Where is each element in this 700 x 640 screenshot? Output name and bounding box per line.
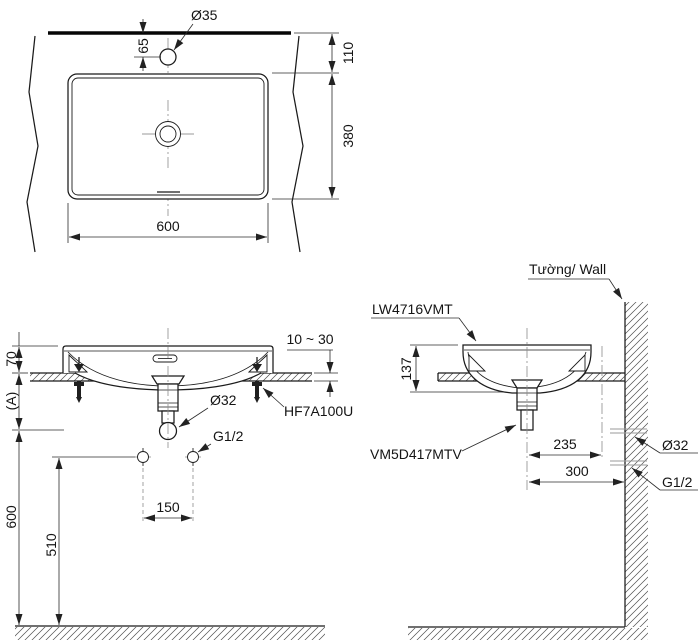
faucet-hole: [159, 48, 177, 66]
corner-web-side-right: [567, 353, 586, 372]
dim-600-front: 600: [3, 431, 23, 625]
wall-label: Tường/ Wall: [529, 261, 606, 277]
fixing-bolt-right: [252, 357, 262, 403]
side-view: 137 235 300 Tường/ Wall LW4716VMT: [370, 261, 698, 640]
dim-235: 235: [529, 436, 601, 459]
dim-300: 300: [529, 463, 624, 486]
dim-150: 150: [144, 499, 192, 522]
basin-rim-outline-front: [62, 345, 274, 373]
front-elevation: 70 (A) 600 510 10 ~ 30 HF7A100U: [3, 328, 353, 640]
label-fixing-bolt: HF7A100U: [262, 387, 353, 419]
dim-counter-thickness: 10 ~ 30: [286, 331, 338, 397]
corner-web-side-left: [468, 353, 487, 372]
dim-600-plan: 600: [67, 203, 269, 243]
faucet-hole-leader: [173, 23, 194, 51]
fixing-bolt-label: HF7A100U: [284, 403, 353, 419]
dim-600-front-text: 600: [3, 505, 19, 529]
dim-65-text: 65: [135, 38, 151, 54]
supply-thread-label-front: G1/2: [213, 428, 244, 444]
dim-300-text: 300: [565, 463, 589, 479]
wall-section: [624, 302, 648, 627]
drain-diameter-label-side: Ø32: [662, 437, 689, 453]
dim-600-plan-text: 600: [156, 218, 180, 234]
dim-137-text: 137: [398, 357, 414, 381]
break-line-right: [291, 35, 304, 253]
label-drain-side: Ø32: [634, 436, 698, 454]
dim-510: 510: [43, 456, 136, 625]
basin-side-outline: [462, 344, 592, 394]
dim-137: 137: [398, 344, 505, 393]
dim-A-text: (A): [3, 392, 19, 411]
dim-65: 65: [133, 19, 161, 71]
floor-left: [15, 625, 325, 640]
wall-drain-stub: [610, 428, 647, 434]
drain-model-label: VM5D417MTV: [370, 446, 462, 462]
dim-380-text: 380: [340, 124, 356, 148]
dim-70: 70: [3, 332, 58, 374]
drain-diameter-label-front: Ø32: [210, 392, 237, 408]
dim-235-text: 235: [553, 436, 577, 452]
supply-connection-right: [185, 448, 201, 524]
fixing-bolt-left: [74, 357, 84, 403]
dim-510-text: 510: [43, 533, 59, 557]
dim-110-text: 110: [340, 42, 356, 65]
dim-70-text: 70: [3, 351, 19, 367]
plan-view: Ø35 65 110 380 600: [26, 7, 356, 253]
label-supply-side: G1/2: [631, 467, 698, 491]
drain-hole-inner: [159, 125, 177, 143]
wall-supply-stub: [610, 460, 647, 466]
label-basin-model: LW4716VMT: [371, 301, 477, 342]
supply-thread-label-side: G1/2: [662, 474, 693, 490]
basin-model-label: LW4716VMT: [372, 301, 453, 317]
floor-right: [408, 626, 648, 640]
dim-A: (A): [3, 374, 64, 431]
label-drain-front: Ø32: [178, 392, 237, 428]
dim-150-text: 150: [156, 499, 180, 515]
break-line-left: [26, 35, 39, 253]
label-drain-model: VM5D417MTV: [370, 424, 517, 462]
dim-380: 380: [272, 74, 356, 200]
faucet-hole-label: Ø35: [191, 7, 218, 23]
dim-counter-thickness-text: 10 ~ 30: [286, 331, 333, 347]
dim-110: 110: [272, 32, 356, 74]
label-supply-front: G1/2: [197, 428, 244, 453]
supply-connection-left: [135, 448, 151, 524]
label-wall: Tường/ Wall: [528, 261, 623, 300]
